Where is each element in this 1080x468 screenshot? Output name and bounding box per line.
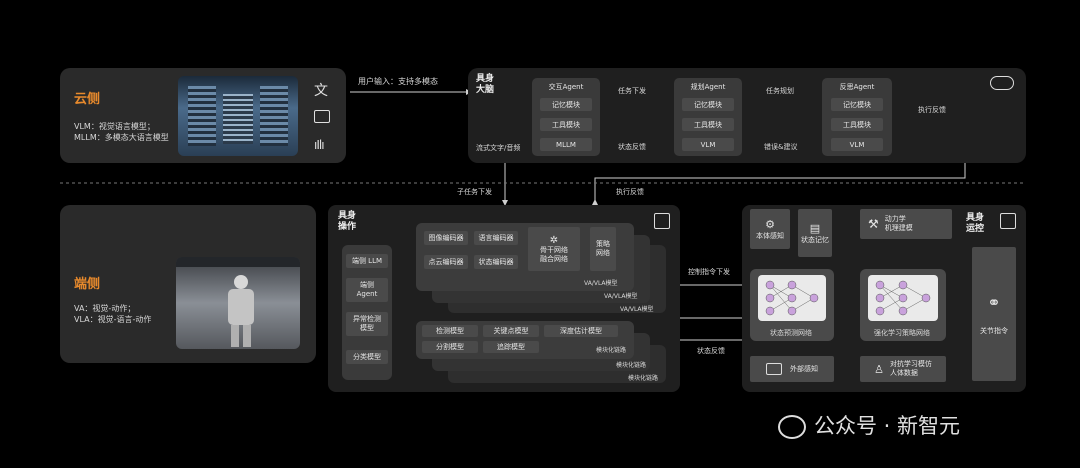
- watermark: 公众号 · 新智元: [778, 410, 960, 440]
- state-encoder: 状态编码器: [474, 255, 518, 269]
- wechat-icon: [778, 415, 806, 439]
- plan-tool: 工具模块: [682, 118, 734, 131]
- fusion-icon: ✲: [549, 234, 559, 246]
- policy-network: 策略 网络: [590, 227, 616, 271]
- va-vla-label-3: VA/VLA模型: [620, 306, 654, 313]
- reflect-agent-title: 反思Agent: [839, 83, 875, 91]
- edge-line2: VLA：视觉-语言-动作: [74, 315, 152, 324]
- edge-line1: VA：视觉-动作；: [74, 304, 136, 313]
- predict-nn-svg: [765, 280, 819, 316]
- ctrl-down-label: 控制指令下发: [688, 268, 730, 276]
- edge-title: 端侧: [74, 277, 101, 292]
- robot-arm-icon: ⚒: [868, 217, 879, 231]
- subtask-down-label: 子任务下发: [457, 188, 492, 196]
- fusion-label: 骨干网络 融合网络: [540, 245, 568, 263]
- reflect-tool: 工具模块: [831, 118, 883, 131]
- plan-memory: 记忆模块: [682, 98, 734, 111]
- op-classify-model: 分类模型: [346, 350, 388, 364]
- middle-exec-feedback-label: 执行反馈: [616, 188, 644, 196]
- body-sense-icon: ⚙: [765, 217, 775, 231]
- cloud-info-panel: 云侧 VLM：视觉语言模型； MLLM：多模态大语言模型 文 ıIlı: [60, 68, 346, 163]
- op-edge-agent: 端侧 Agent: [346, 278, 388, 302]
- task-plan-label: 任务规划: [766, 87, 794, 95]
- body-sense: ⚙ 本体感知: [750, 209, 790, 249]
- interact-mllm: MLLM: [540, 138, 592, 151]
- reflect-memory: 记忆模块: [831, 98, 883, 111]
- rl-nn-svg: [875, 280, 931, 316]
- stream-text: 流式文字/音频: [476, 144, 521, 152]
- body-sense-label: 本体感知: [756, 231, 784, 240]
- robot-image: [176, 257, 300, 349]
- segment-model: 分割模型: [422, 341, 478, 353]
- translate-icon: 文: [314, 83, 328, 99]
- task-down-label: 任务下发: [618, 87, 646, 95]
- predict-net-label: 状态预测网络: [770, 329, 812, 337]
- joint-command: ⚭ 关节指令: [972, 247, 1016, 381]
- exec-feedback-label: 执行反馈: [918, 106, 946, 114]
- reflect-agent: 反思Agent 记忆模块 工具模块 VLM: [822, 78, 892, 156]
- adversarial-label: 对抗学习模仿 人体数据: [889, 360, 932, 377]
- watermark-text: 公众号 · 新智元: [814, 414, 961, 438]
- plan-agent: 规划Agent 记忆模块 工具模块 VLM: [674, 78, 742, 156]
- modular-label-3: 模块化链路: [628, 375, 659, 382]
- op-anomaly-model: 异常检测 模型: [346, 312, 388, 336]
- edge-info-panel: 端侧 VA：视觉-动作； VLA：视觉-语言-动作: [60, 205, 316, 363]
- keypoint-model: 关键点模型: [483, 325, 539, 337]
- motion-chip-icon: [1000, 213, 1016, 229]
- motion-label: 具身 运控: [966, 213, 985, 234]
- rl-net-label: 强化学习策略网络: [874, 329, 930, 337]
- brain-panel: 具身 大脑 流式文字/音频 交互Agent 记忆模块 工具模块 MLLM 规划A…: [468, 68, 1026, 163]
- op-edge-llm: 端侧 LLM: [346, 254, 388, 268]
- va-vla-label-2: VA/VLA模型: [604, 293, 638, 300]
- detect-model: 检测模型: [422, 325, 478, 337]
- interact-tool: 工具模块: [540, 118, 592, 131]
- dynamics-model: ⚒ 动力学 机理建模: [860, 209, 952, 239]
- state-memory-icon: ▤: [809, 221, 821, 235]
- external-sense-label: 外部感知: [790, 365, 818, 373]
- adversarial-box: ♙ 对抗学习模仿 人体数据: [860, 356, 946, 382]
- error-suggest-label: 错误&建议: [764, 143, 798, 151]
- joint-icon: ⚭: [987, 292, 1001, 312]
- modular-label-2: 模块化链路: [616, 362, 647, 369]
- state-fb-label: 状态反馈: [697, 347, 725, 355]
- va-vla-label-1: VA/VLA模型: [584, 280, 618, 287]
- fusion-network: ✲ 骨干网络 融合网络: [528, 227, 580, 271]
- cloud-icon: [990, 76, 1014, 90]
- reflect-vlm: VLM: [831, 138, 883, 151]
- joint-label: 关节指令: [980, 326, 1008, 335]
- operation-panel: 具身 操作 端侧 LLM 端侧 Agent 异常检测 模型 分类模型 图像编码器…: [328, 205, 680, 392]
- depth-model: 深度估计模型: [544, 325, 618, 337]
- external-sense: 外部感知: [750, 356, 834, 382]
- pointcloud-encoder: 点云编码器: [424, 255, 468, 269]
- predict-net-graphic: [758, 275, 826, 321]
- brain-label: 具身 大脑: [476, 74, 495, 95]
- user-input-label: 用户输入：支持多模态: [358, 77, 438, 86]
- plan-vlm: VLM: [682, 138, 734, 151]
- interact-agent-title: 交互Agent: [548, 83, 584, 91]
- track-model: 追踪模型: [483, 341, 539, 353]
- state-memory-label: 状态记忆: [801, 235, 829, 244]
- human-data-icon: ♙: [874, 362, 884, 376]
- server-room-image: [178, 76, 298, 156]
- motion-panel: 具身 运控 ⚙ 本体感知 ▤ 状态记忆 ⚒ 动力学 机理建模 状态预测网络: [742, 205, 1026, 392]
- interact-memory: 记忆模块: [540, 98, 592, 111]
- interact-agent: 交互Agent 记忆模块 工具模块 MLLM: [532, 78, 600, 156]
- rl-net-graphic: [868, 275, 938, 321]
- camera-icon: [766, 363, 782, 375]
- modular-label-1: 模块化链路: [596, 347, 627, 354]
- cloud-title: 云侧: [74, 92, 101, 107]
- language-encoder: 语言编码器: [474, 231, 518, 245]
- state-feedback-label: 状态反馈: [618, 143, 646, 151]
- cloud-line1: VLM：视觉语言模型；: [74, 122, 155, 131]
- audio-wave-icon: ıIlı: [314, 138, 325, 152]
- op-label: 具身 操作: [338, 211, 357, 232]
- video-icon: [314, 110, 330, 123]
- chip-icon: [654, 213, 670, 229]
- dynamics-label: 动力学 机理建模: [884, 215, 913, 232]
- plan-agent-title: 规划Agent: [690, 83, 726, 91]
- state-memory: ▤ 状态记忆: [798, 209, 832, 257]
- cloud-line2: MLLM：多模态大语言模型: [74, 133, 169, 142]
- image-encoder: 图像编码器: [424, 231, 468, 245]
